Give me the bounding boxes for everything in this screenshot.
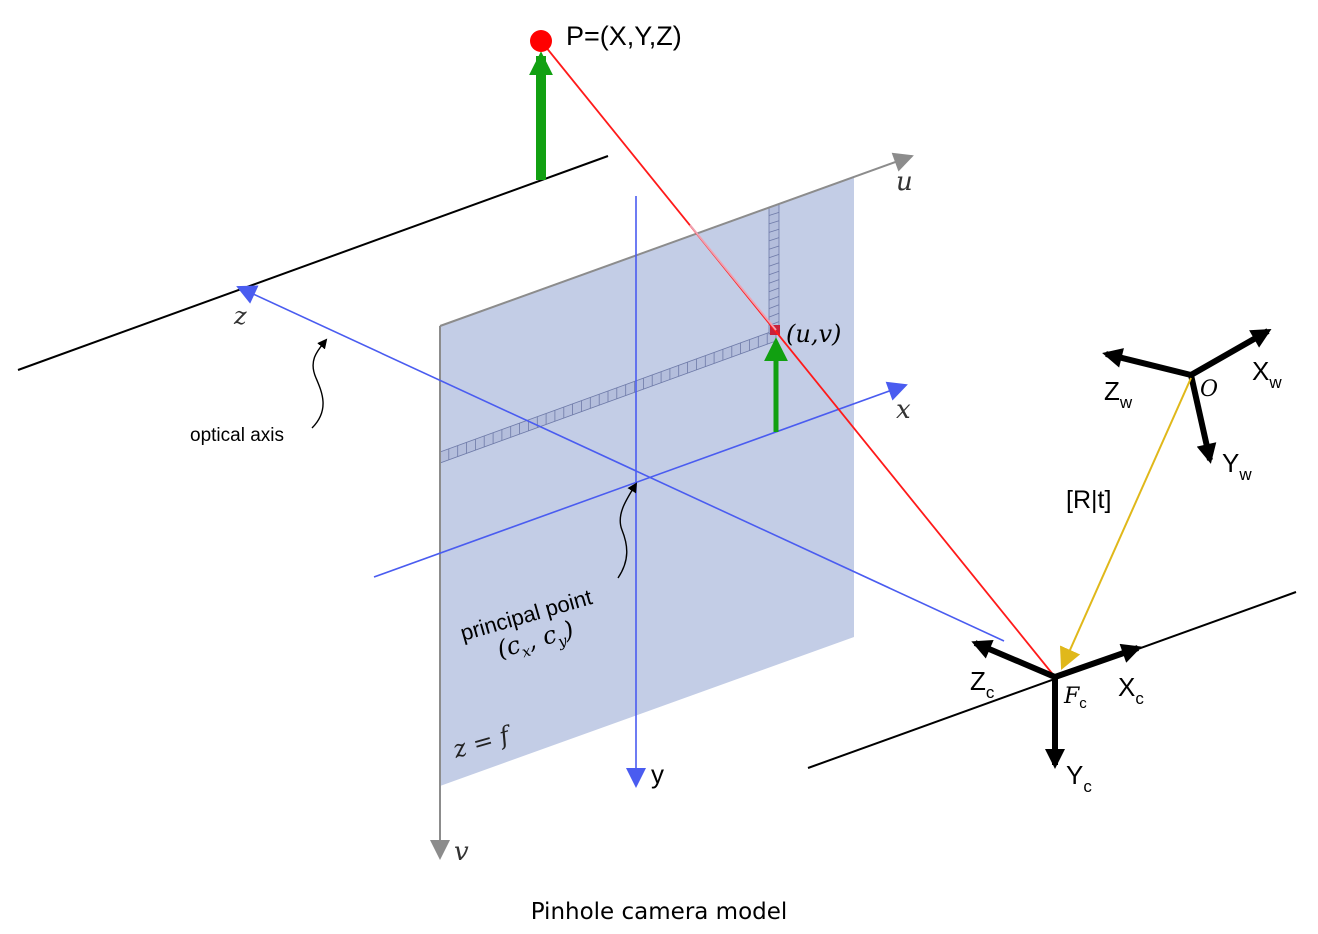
- world-x-label: Xw: [1252, 356, 1282, 392]
- u-axis-label: u: [896, 167, 913, 197]
- upper-ground-line: [17, 155, 609, 371]
- camera-frame: [971, 640, 1142, 769]
- world-origin-label: O: [1200, 377, 1218, 402]
- pixel-column-strip: [768, 203, 780, 335]
- world-point: [530, 30, 552, 52]
- image-point-label: (u,v): [786, 320, 841, 348]
- figure-caption: Pinhole camera model: [531, 899, 788, 925]
- projection-ray-through-plane: [689, 224, 777, 331]
- world-z-label: Zw: [1104, 376, 1133, 412]
- z-axis-label: z: [233, 302, 247, 330]
- optical-axis-label: optical axis: [190, 425, 284, 446]
- point-label: P=(X,Y,Z): [566, 21, 682, 51]
- optical-axis-line: [236, 285, 1005, 642]
- world-y-label: Yw: [1222, 448, 1252, 484]
- camera-origin-label: Fc: [1063, 684, 1087, 712]
- u-axis: [439, 152, 914, 327]
- x-axis-label: x: [896, 395, 911, 425]
- camera-x-label: Xc: [1118, 672, 1144, 708]
- transform-label: [R|t]: [1066, 486, 1111, 514]
- camera-z-label: Zc: [970, 666, 995, 702]
- x-axis: [373, 381, 908, 578]
- projection-ray: [540, 40, 1056, 678]
- world-frame: [1102, 328, 1272, 464]
- y-axis-label: y: [651, 759, 664, 789]
- principal-point-leader: [617, 482, 638, 579]
- v-axis-label: v: [454, 837, 469, 867]
- optical-axis-leader: [311, 338, 328, 429]
- image-plane: [440, 176, 854, 786]
- camera-y-label: Yc: [1066, 760, 1092, 796]
- transform-arrow: [1059, 377, 1192, 671]
